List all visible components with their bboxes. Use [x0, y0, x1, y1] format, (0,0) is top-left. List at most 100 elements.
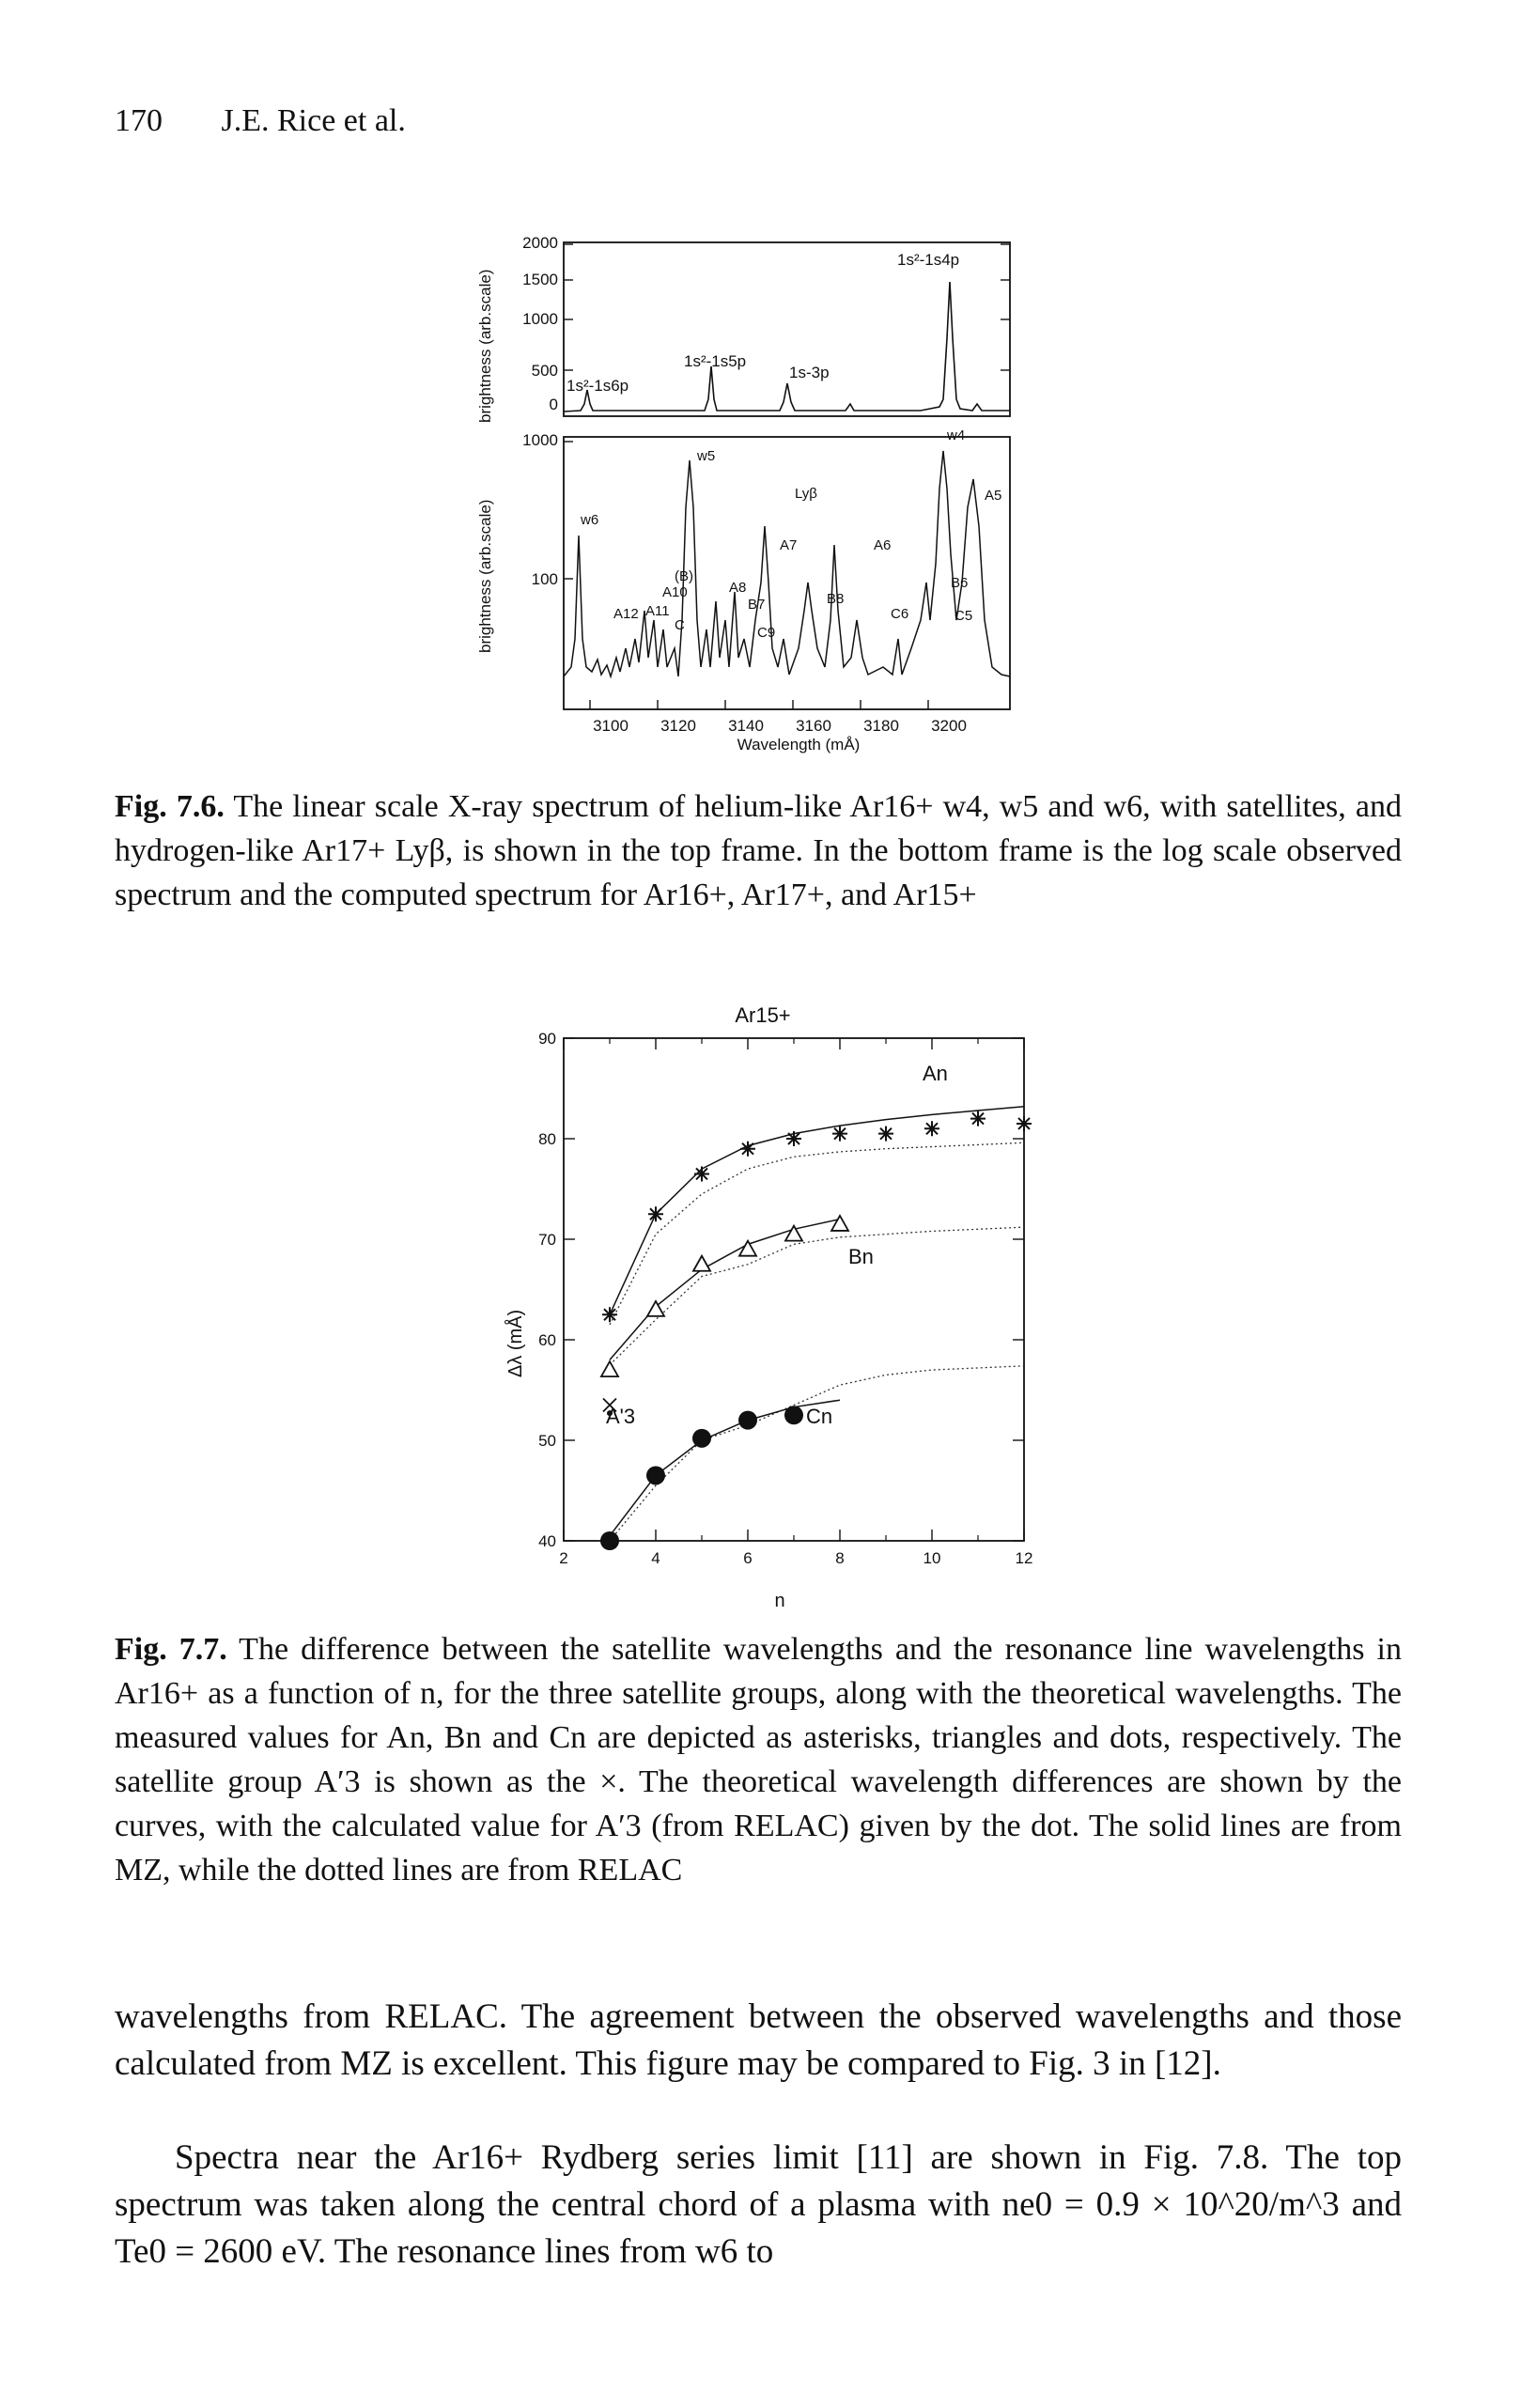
label-A3prime: A'3 [606, 1405, 635, 1428]
relac-curve [609, 1226, 1025, 1366]
bottom-ytick: 1000 [522, 431, 558, 449]
xtick: 3160 [796, 717, 831, 735]
running-authors: J.E. Rice et al. [221, 103, 406, 138]
top-ytick: 1000 [522, 310, 558, 328]
asterisk-point [878, 1126, 893, 1142]
x-tick-label: 2 [559, 1549, 567, 1567]
y-tick-label: 90 [538, 1030, 556, 1048]
bottom-label-c: C [675, 617, 685, 633]
triangle-point [645, 1299, 666, 1317]
body-paragraph-1: wavelengths from RELAC. The agreement be… [115, 1997, 1402, 2083]
bottom-label-a11: A11 [645, 603, 670, 619]
top-frame [563, 241, 1011, 417]
xtick: 3100 [593, 717, 629, 735]
figure-7-7-chart: Ar15+ Δλ (mÅ) n An Bn Cn A'3 40506070809… [504, 1003, 1033, 1611]
bottom-label-a7: A7 [780, 537, 797, 553]
caption-text: The difference between the satellite wav… [115, 1632, 1402, 1888]
xtick: 3180 [863, 717, 899, 735]
bottom-label-a10: A10 [662, 584, 688, 600]
caption-text: The linear scale X-ray spectrum of heliu… [115, 789, 1402, 912]
asterisk-point [970, 1111, 986, 1126]
top-ytick: 500 [532, 362, 558, 380]
xtick: 3120 [660, 717, 696, 735]
bottom-label-a5: A5 [985, 488, 1001, 504]
xtick: 3140 [728, 717, 764, 735]
body-paragraph-2: Spectra near the Ar16+ Rydberg series li… [115, 2138, 1402, 2271]
bottom-frame [563, 436, 1011, 710]
y-tick-label: 70 [538, 1231, 556, 1249]
top-spectrum-line [563, 281, 1010, 412]
triangle-point [599, 1359, 620, 1378]
caption-label: Fig. 7.6. [115, 789, 225, 824]
bottom-label-b-paren: (B) [675, 568, 693, 584]
top-ytick: 2000 [522, 234, 558, 252]
caption-label: Fig. 7.7. [115, 1632, 227, 1667]
x-point [602, 1397, 617, 1413]
y-tick-label: 40 [538, 1532, 556, 1550]
mz-curve [609, 1106, 1025, 1315]
bottom-label-w5: w5 [696, 448, 715, 464]
bottom-label-b8: B8 [827, 591, 844, 607]
triangle-point [830, 1214, 850, 1232]
figure-7-6: brightness (arb.scale) brightness (arb.s… [476, 234, 1011, 753]
top-label-1s3p: 1s-3p [789, 364, 830, 381]
bottom-label-w4: w4 [946, 427, 965, 443]
bottom-label-c9: C9 [757, 625, 775, 641]
asterisk-point [648, 1206, 663, 1222]
dot-point [738, 1410, 757, 1430]
top-label-1s5p: 1s²-1s5p [684, 352, 746, 370]
asterisk-point [1017, 1115, 1032, 1131]
x-tick-label: 4 [651, 1549, 660, 1567]
top-label-1s6p: 1s²-1s6p [566, 377, 629, 395]
bottom-label-w6: w6 [580, 512, 598, 528]
asterisk-point [602, 1307, 617, 1323]
xtick: 3200 [931, 717, 967, 735]
y-tick-label: 60 [538, 1331, 556, 1349]
label-An: An [923, 1062, 948, 1085]
y-tick-label: 80 [538, 1130, 556, 1148]
bottom-label-b7: B7 [748, 597, 765, 613]
triangle-point [784, 1223, 804, 1242]
asterisk-point [924, 1121, 939, 1137]
plot-frame [563, 1037, 1025, 1542]
top-ylabel: brightness (arb.scale) [476, 270, 494, 423]
top-ytick: 0 [550, 396, 558, 413]
chart-xlabel: n [774, 1591, 784, 1611]
label-Bn: Bn [848, 1245, 874, 1268]
triangle-point [691, 1253, 712, 1272]
bottom-label-b6: B6 [951, 575, 968, 591]
x-tick-label: 12 [1016, 1549, 1033, 1567]
xlabel: Wavelength (mÅ) [737, 736, 861, 753]
relac-dot-point [607, 1410, 613, 1417]
running-header: 170 J.E. Rice et al. [115, 103, 406, 139]
dot-point [600, 1531, 619, 1550]
y-tick-label: 50 [538, 1432, 556, 1450]
x-tick-label: 8 [835, 1549, 844, 1567]
bottom-label-a8: A8 [729, 580, 746, 596]
asterisk-point [786, 1131, 801, 1146]
x-tick-label: 6 [743, 1549, 752, 1567]
chart-ylabel: Δλ (mÅ) [504, 1310, 526, 1377]
bottom-ylabel: brightness (arb.scale) [476, 500, 494, 653]
bottom-label-c5: C5 [955, 608, 972, 624]
dot-point [784, 1406, 803, 1425]
bottom-label-lyb: Lyβ [795, 486, 817, 502]
asterisk-point [832, 1126, 847, 1142]
top-ytick: 1500 [522, 271, 558, 288]
page-number: 170 [115, 103, 163, 138]
top-label-1s4p: 1s²-1s4p [897, 251, 959, 269]
bottom-label-a12: A12 [613, 606, 639, 622]
caption-fig-7-7: Fig. 7.7. The difference between the sat… [115, 1627, 1402, 1892]
label-Cn: Cn [806, 1405, 832, 1428]
asterisk-point [740, 1141, 755, 1157]
triangle-point [737, 1238, 758, 1257]
bottom-spectrum-line [563, 450, 1011, 679]
bottom-ytick: 100 [532, 570, 558, 588]
relac-curve [609, 1365, 1025, 1542]
x-tick-label: 10 [923, 1549, 941, 1567]
bottom-label-a6: A6 [874, 537, 891, 553]
caption-fig-7-6: Fig. 7.6. The linear scale X-ray spectru… [115, 785, 1402, 917]
asterisk-point [694, 1166, 709, 1182]
dot-point [692, 1428, 711, 1448]
dot-point [646, 1466, 665, 1485]
